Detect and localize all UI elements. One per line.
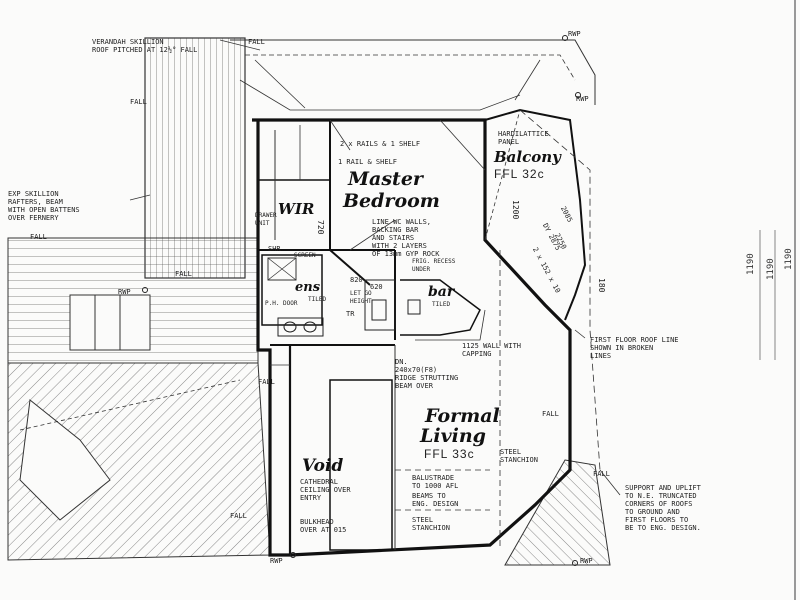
margin-dim-1: 1190 bbox=[746, 253, 756, 275]
label-rwp-5: RWP bbox=[580, 557, 593, 565]
room-master: Master bbox=[348, 168, 423, 190]
label-rwp-3: RWP bbox=[118, 288, 131, 296]
level-living: FFL 33c bbox=[424, 447, 475, 461]
label-fall-4: FALL bbox=[258, 378, 275, 386]
margin-dim-2: 1190 bbox=[766, 258, 776, 280]
room-bedroom: Bedroom bbox=[343, 190, 440, 212]
note-first-floor-roof: FIRST FLOOR ROOF LINE SHOWN IN BROKEN LI… bbox=[590, 336, 679, 360]
dim-620: 620 bbox=[370, 283, 383, 291]
note-steel-stanchion-1: STEEL STANCHION bbox=[500, 448, 538, 464]
room-balcony: Balcony bbox=[494, 148, 561, 166]
level-balcony: FFL 32c bbox=[494, 167, 545, 181]
label-fall-5: FALL bbox=[230, 512, 247, 520]
label-fall-3: FALL bbox=[175, 270, 192, 278]
note-steel-stanchion-2: STEEL STANCHION bbox=[412, 516, 450, 532]
note-tiled-ens: TILED bbox=[308, 296, 327, 303]
basin-left bbox=[283, 321, 297, 333]
hip-roof-right bbox=[504, 459, 611, 566]
room-wir: WIR bbox=[278, 200, 315, 218]
note-verandah: VERANDAH SKILLION ROOF PITCHED AT 12½° F… bbox=[92, 38, 198, 54]
note-fridge: FRIG. RECESS UNDER bbox=[412, 258, 456, 273]
label-fall-2: FALL bbox=[30, 233, 47, 241]
note-balustrade: BALUSTRADE TO 1000 AFL bbox=[412, 474, 459, 490]
label-rwp-4: RWP bbox=[270, 557, 283, 565]
margin-dim-3: 1190 bbox=[784, 248, 794, 270]
label-fall-1: FALL bbox=[248, 38, 265, 46]
label-rwp-1: RWP bbox=[568, 30, 581, 38]
dim-720: 720 bbox=[316, 220, 325, 235]
note-2-rails: 2 x RAILS & 1 SHELF bbox=[340, 140, 421, 148]
label-rwp-2: RWP bbox=[576, 95, 589, 103]
dim-180: 180 bbox=[597, 278, 606, 293]
room-void: Void bbox=[302, 456, 344, 476]
note-beam-dn: DN. 240x70(F8) RIDGE STRUTTING BEAM OVER bbox=[395, 358, 459, 390]
note-bulkhead: BULKHEAD OVER AT 015 bbox=[300, 518, 347, 534]
void-opening bbox=[329, 379, 393, 551]
note-1-rail: 1 RAIL & SHELF bbox=[338, 158, 398, 166]
label-fall-6: FALL bbox=[593, 470, 610, 478]
note-line-wc: LINE WC WALLS, BACKING BAR AND STAIRS WI… bbox=[372, 218, 440, 258]
note-cathedral: CATHEDRAL CEILING OVER ENTRY bbox=[300, 478, 351, 502]
room-formal: Formal bbox=[425, 405, 500, 427]
label-fall-8: FALL bbox=[130, 98, 147, 106]
room-bar: bar bbox=[428, 284, 455, 300]
dim-820: 820 bbox=[350, 276, 363, 284]
note-screen: SCREEN bbox=[294, 252, 316, 259]
note-shr: SHR bbox=[268, 245, 281, 253]
basin-right bbox=[303, 321, 317, 333]
note-bar-tiled: TILED bbox=[432, 301, 451, 308]
note-let-go: LET GO HEIGHT bbox=[350, 290, 372, 305]
note-beams-eng: BEAMS TO ENG. DESIGN bbox=[412, 492, 459, 508]
label-fall-7: FALL bbox=[542, 410, 559, 418]
room-ens: ens bbox=[295, 280, 321, 295]
note-ph-door: P.H. DOOR bbox=[265, 300, 298, 307]
note-drawer: DRAWER UNIT bbox=[255, 212, 277, 227]
note-support-uplift: SUPPORT AND UPLIFT TO N.E. TRUNCATED COR… bbox=[625, 484, 701, 532]
fernery-box bbox=[69, 294, 151, 351]
note-wall-capping: 1125 WALL WITH CAPPING bbox=[462, 342, 522, 358]
note-hardilattice: HARDILATTICE PANEL bbox=[498, 130, 549, 146]
room-living: Living bbox=[420, 425, 486, 447]
note-tr: TR bbox=[346, 310, 355, 318]
note-skillion: EXP SKILLION RAFTERS, BEAM WITH OPEN BAT… bbox=[8, 190, 80, 222]
dim-1200: 1200 bbox=[511, 200, 520, 220]
